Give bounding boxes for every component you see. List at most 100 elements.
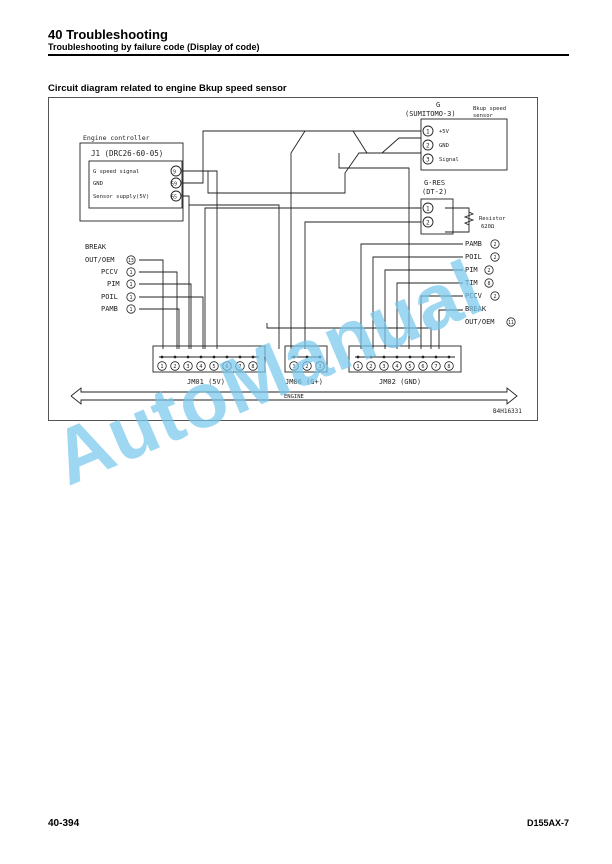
left-pamb-pin-num: 1 bbox=[130, 307, 133, 313]
sensor-name: G bbox=[436, 101, 440, 109]
right-pim-pin bbox=[484, 265, 494, 275]
wire-resistor-1 bbox=[204, 207, 421, 349]
controller-pin-num-9: 9 bbox=[173, 170, 176, 176]
wire-left-poil bbox=[139, 296, 204, 349]
controller-pin-num-65: 65 bbox=[171, 195, 177, 201]
junction-bus-dot bbox=[292, 355, 296, 359]
sensor-caption-1: Bkup speed bbox=[473, 106, 506, 112]
resistor-label: Resistor bbox=[479, 216, 506, 222]
junction-pin-number: 7 bbox=[238, 364, 241, 370]
sensor-pin-2 bbox=[422, 139, 434, 151]
junction-pin bbox=[302, 361, 312, 371]
junction-bus-dot bbox=[369, 355, 373, 359]
resistor-pin-num-2: 2 bbox=[426, 220, 430, 227]
left-pim-pin bbox=[126, 279, 136, 289]
junction-pin-number: 2 bbox=[305, 364, 308, 370]
section-title: Circuit diagram related to engine Bkup s… bbox=[48, 83, 287, 94]
wire-right-pim bbox=[384, 269, 463, 349]
junction-bus-dot bbox=[173, 355, 177, 359]
right-break-label2: OUT/OEM bbox=[465, 318, 495, 326]
wire-gnd-crossing bbox=[183, 130, 382, 184]
junction-pin bbox=[235, 361, 245, 371]
left-break-label: BREAK bbox=[85, 243, 107, 251]
junction-bus-dot bbox=[212, 355, 216, 359]
junction-pin-number: 4 bbox=[395, 364, 398, 370]
junction-pin-number: 3 bbox=[318, 364, 321, 370]
sensor-pin-1 bbox=[422, 125, 434, 137]
jm02-box bbox=[348, 345, 462, 373]
junction-bus-dot bbox=[382, 355, 386, 359]
page-title: 40 Troubleshooting bbox=[48, 27, 168, 42]
left-break-label2: OUT/OEM bbox=[85, 256, 115, 264]
jm02-name: JM02 (GND) bbox=[379, 378, 421, 386]
junction-pin-number: 3 bbox=[382, 364, 385, 370]
circuit-diagram: Engine controller J1 (DRC26-60-05) G spe… bbox=[48, 97, 538, 421]
left-pim-pin-num: 1 bbox=[130, 282, 133, 288]
model-number: D155AX-7 bbox=[526, 818, 569, 828]
controller-pin-59 bbox=[170, 177, 182, 189]
junction-pin-number: 6 bbox=[421, 364, 424, 370]
junction-pin-number: 1 bbox=[160, 364, 163, 370]
right-pccv-pin-num: 2 bbox=[494, 294, 497, 300]
right-break-pin bbox=[506, 317, 516, 327]
controller-pin-65 bbox=[170, 190, 182, 202]
resistor-pin-1 bbox=[422, 202, 434, 214]
jm06-name: JM06 (G+) bbox=[285, 378, 323, 386]
right-pim-pin-num: 2 bbox=[488, 268, 491, 274]
junction-pin-number: 2 bbox=[173, 364, 176, 370]
resistor-connector-box bbox=[420, 198, 454, 235]
sensor-pin-3 bbox=[422, 153, 434, 165]
junction-pin bbox=[315, 361, 325, 371]
junction-pin-number: 6 bbox=[225, 364, 228, 370]
page-subtitle: Troubleshooting by failure code (Display… bbox=[48, 42, 260, 52]
junction-pin bbox=[222, 361, 232, 371]
sensor-pin-label-gnd: GND bbox=[439, 143, 449, 149]
jm06-box bbox=[284, 345, 328, 373]
sensor-pin-num-2: 2 bbox=[426, 143, 430, 150]
wire-gnd-sensor bbox=[381, 137, 421, 154]
left-break-pin bbox=[126, 255, 136, 265]
junction-pin-number: 5 bbox=[212, 364, 215, 370]
right-break-pin-num: 11 bbox=[508, 320, 514, 326]
junction-bus-dot bbox=[199, 355, 203, 359]
circuit-svg: Engine controller J1 (DRC26-60-05) G spe… bbox=[70, 101, 522, 415]
junction-pin bbox=[170, 361, 180, 371]
junction-bus-dot bbox=[421, 355, 425, 359]
resistor-connector: (DT-2) bbox=[422, 188, 447, 196]
page-number: 40-394 bbox=[48, 818, 80, 829]
right-pccv-label: PCCV bbox=[465, 292, 483, 300]
wire-right-pccv bbox=[420, 295, 463, 349]
wire-right-break bbox=[438, 309, 463, 349]
junction-bus-dot bbox=[251, 355, 255, 359]
junction-pin bbox=[366, 361, 376, 371]
junction-bus-dot bbox=[160, 355, 164, 359]
wire-to-jm02 bbox=[266, 323, 432, 349]
junction-pin bbox=[392, 361, 402, 371]
junction-bus-dot bbox=[434, 355, 438, 359]
wire-sensor-gnd-jm02 bbox=[338, 153, 410, 349]
sensor-pin-num-1: 1 bbox=[426, 129, 430, 136]
controller-pin-9 bbox=[170, 165, 182, 177]
controller-connector-box bbox=[88, 160, 183, 209]
wire-left-pamb bbox=[139, 308, 180, 349]
resistor-pin-2 bbox=[422, 216, 434, 228]
junction-pin bbox=[209, 361, 219, 371]
right-tim-label: TIM bbox=[465, 279, 478, 287]
wire-right-tim bbox=[396, 282, 463, 349]
right-pamb-label: PAMB bbox=[465, 240, 482, 248]
controller-connector: J1 (DRC26-60-05) bbox=[91, 149, 163, 158]
junction-pin-number: 5 bbox=[408, 364, 411, 370]
junction-bus-dot bbox=[395, 355, 399, 359]
sensor-pin-num-3: 3 bbox=[426, 157, 430, 164]
left-pccv-label: PCCV bbox=[101, 268, 119, 276]
junction-pin bbox=[289, 361, 299, 371]
wire-5v-jm01 bbox=[183, 195, 190, 349]
controller-pin-label-supply: Sensor supply(5V) bbox=[93, 194, 149, 200]
sensor-pin-label-5v: +5V bbox=[439, 129, 450, 135]
wire-right-poil bbox=[372, 256, 463, 349]
engine-controller-box bbox=[79, 142, 184, 222]
wire-left-break bbox=[139, 259, 164, 349]
resistor-value: 620Ω bbox=[481, 224, 495, 230]
resistor-loop bbox=[445, 207, 470, 233]
header-rule bbox=[48, 54, 569, 56]
